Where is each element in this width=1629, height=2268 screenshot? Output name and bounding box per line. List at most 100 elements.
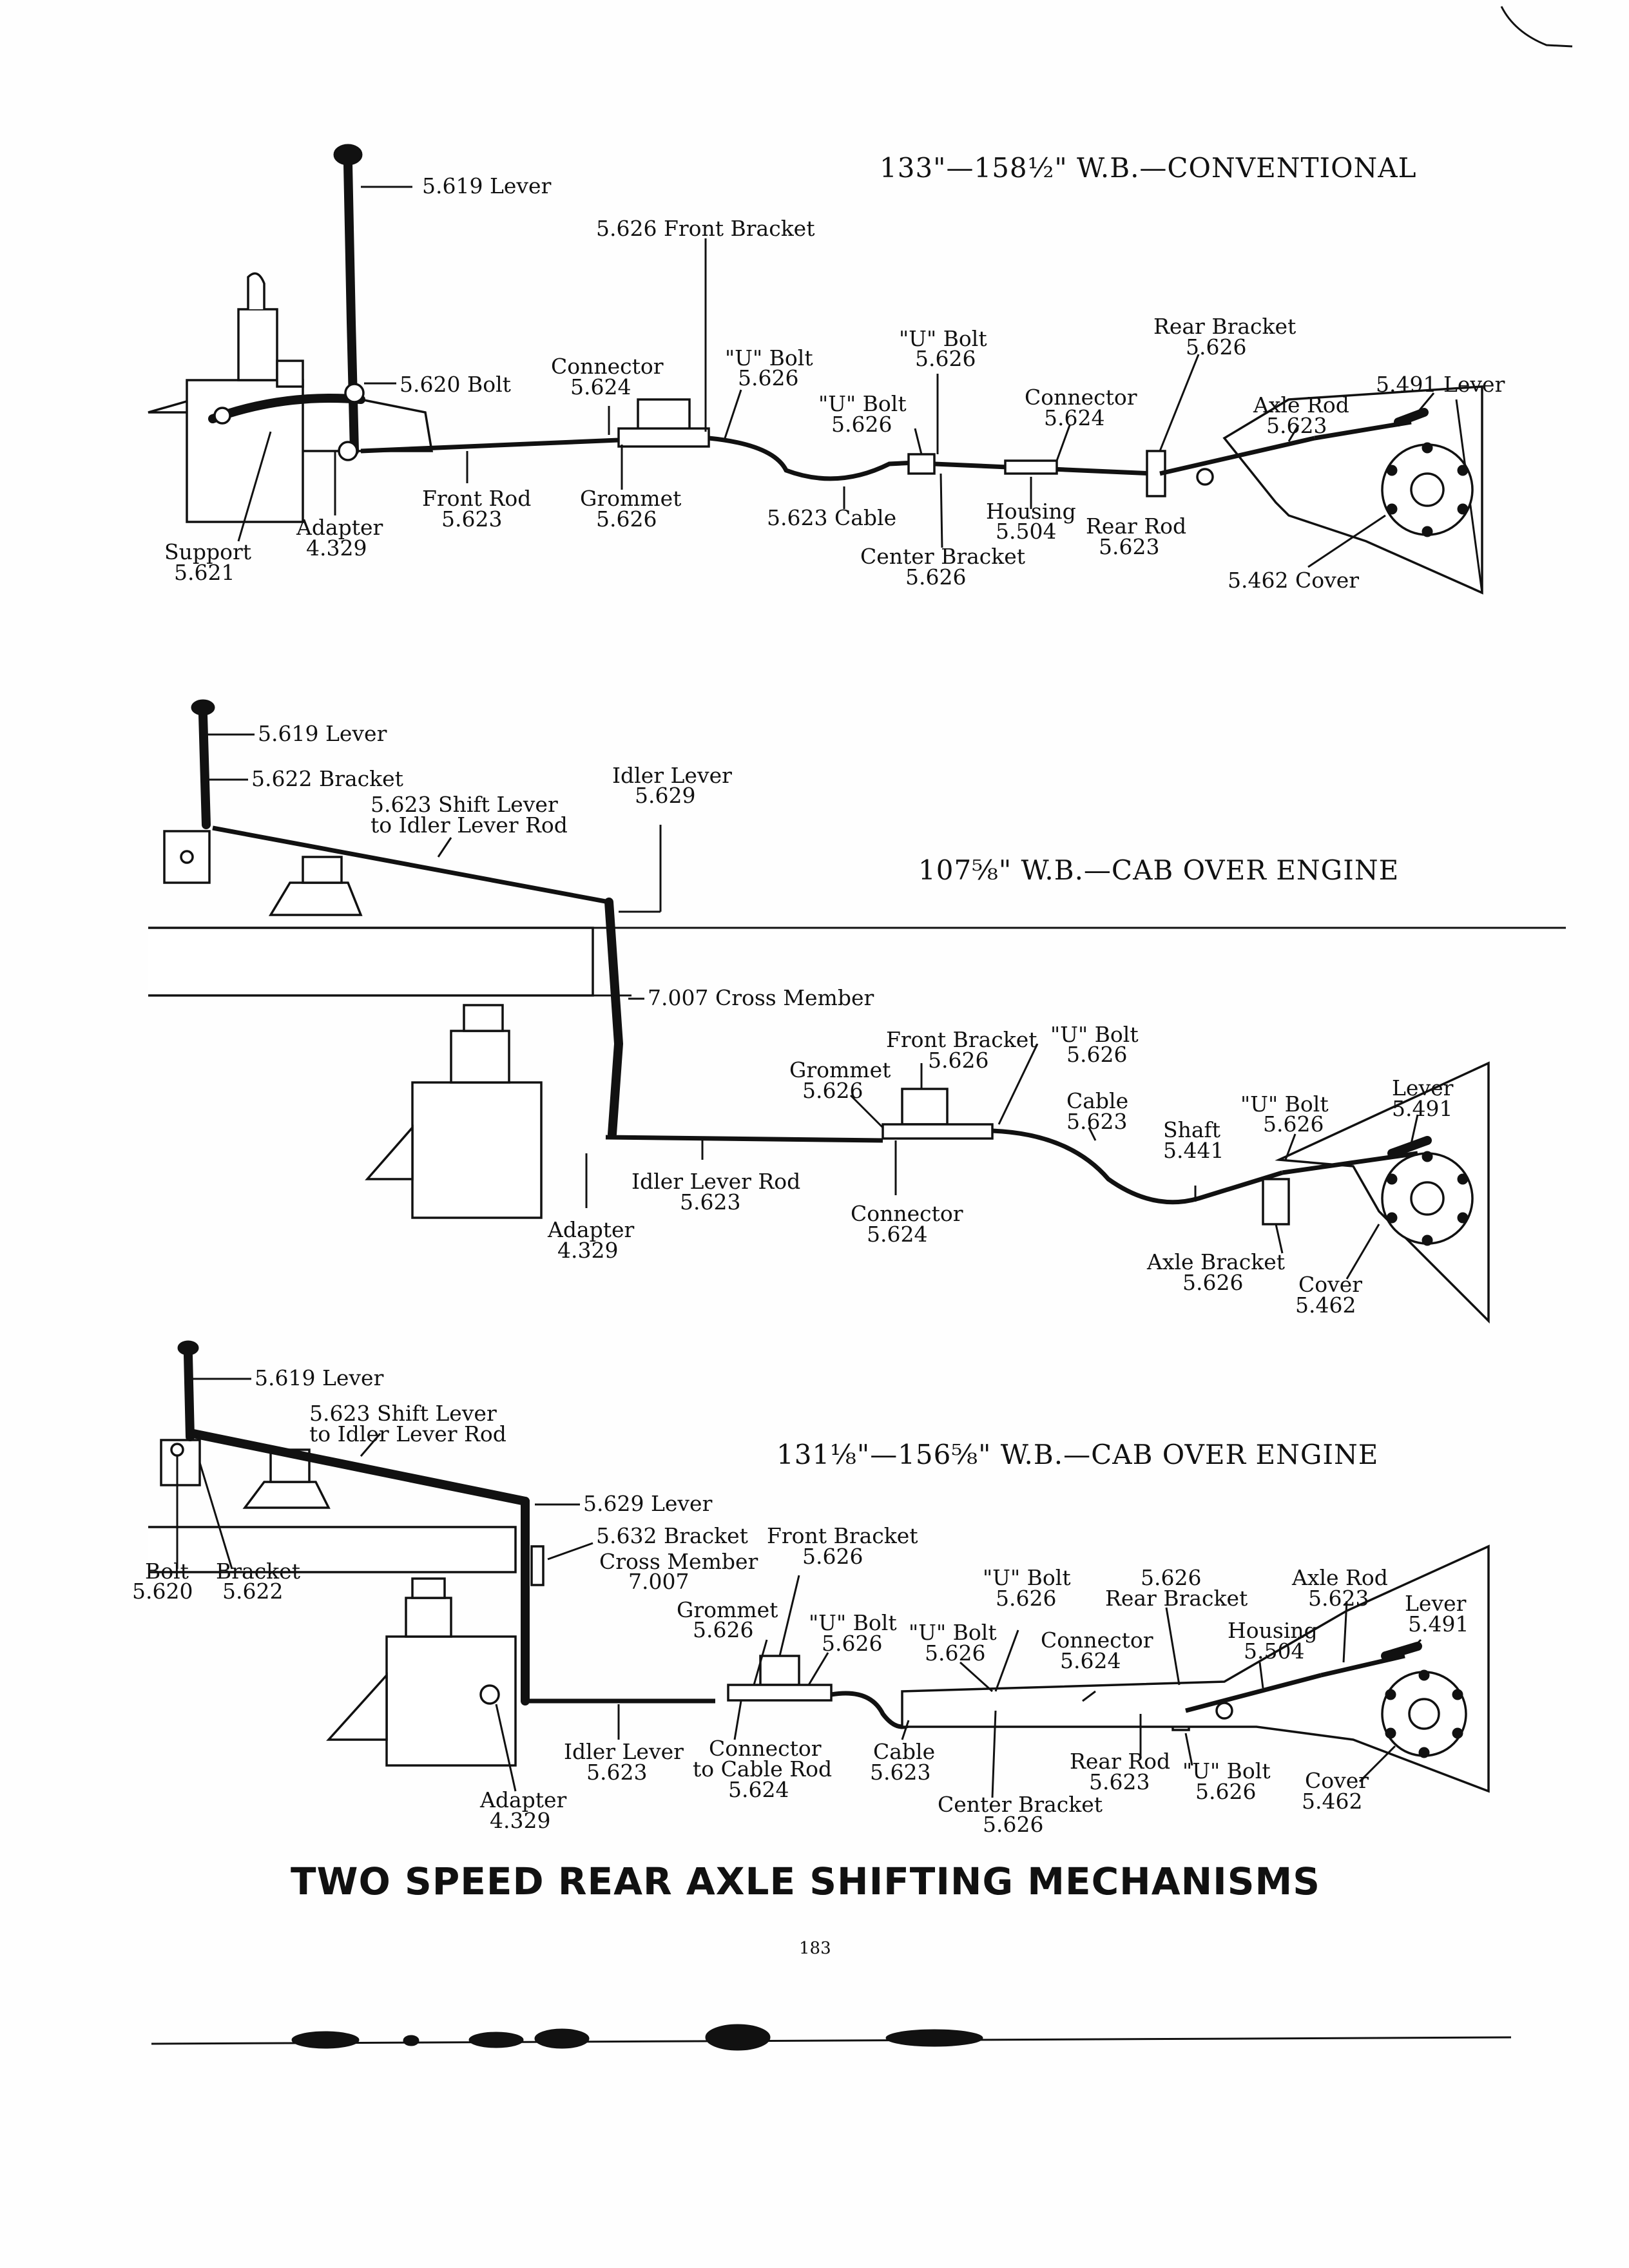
front-rod — [360, 437, 619, 454]
label-connector-b-name: Connector — [1025, 385, 1137, 410]
label-bracket-num: 5.622 — [222, 1579, 283, 1604]
label-lever-491-num: 5.491 — [1408, 1611, 1469, 1637]
center-bracket — [907, 453, 936, 475]
label-axle-rod-name: Axle Rod — [1253, 392, 1349, 418]
idler-lever-rod — [605, 1135, 883, 1143]
label-front-bracket-num: 5.626 — [928, 1048, 988, 1073]
label-rear-rod-num: 5.623 — [1089, 1769, 1150, 1794]
scan-bottom-artefact — [151, 2024, 1512, 2051]
axle-housing — [901, 1544, 1490, 1793]
label-idler-lever-rod-num: 5.623 — [680, 1189, 740, 1215]
shift-lever-rod — [189, 1429, 530, 1506]
label-cover-name: Cover — [1305, 1768, 1369, 1793]
cable — [708, 436, 916, 481]
diagram-conventional: 133"—158½" W.B.—CONVENTIONAL — [148, 144, 1505, 595]
label-front-rod-name: Front Rod — [422, 486, 531, 511]
diagram-cab-over-107: 107⅝" W.B.—CAB OVER ENGINE — [148, 699, 1566, 1324]
label-lever-491: 5.491 Lever — [1376, 372, 1505, 397]
frame-rail — [148, 927, 594, 997]
label-grommet-num: 5.626 — [596, 506, 657, 532]
axle-housing — [1222, 385, 1483, 595]
label-connector-a-num: 5.624 — [570, 374, 631, 399]
label-bolt-num: 5.620 — [132, 1579, 193, 1604]
label-lever-491-num: 5.491 — [1392, 1096, 1452, 1121]
label-u-bolt-d-num: 5.626 — [1195, 1779, 1256, 1804]
shift-lever — [198, 711, 211, 829]
label-cross-member: 7.007 Cross Member — [648, 985, 874, 1010]
label-axle-rod-num: 5.623 — [1308, 1586, 1369, 1611]
label-bracket: 5.622 Bracket — [251, 766, 403, 791]
connector-housing — [1004, 459, 1058, 475]
idler-lever — [604, 898, 624, 1139]
label-front-bracket-num: 5.626 — [802, 1544, 863, 1569]
label-grommet-name: Grommet — [580, 486, 681, 511]
label-adapter-num: 4.329 — [557, 1238, 618, 1263]
label-u-bolt-a-name: "U" Bolt — [809, 1610, 897, 1635]
label-bolt: 5.620 Bolt — [400, 372, 511, 397]
label-cable-num: 5.623 — [870, 1760, 930, 1785]
label-adapter-num: 4.329 — [490, 1808, 550, 1833]
shift-lever — [343, 160, 359, 456]
label-idler-lever-name: Idler Lever — [612, 763, 732, 788]
label-bracket-632: 5.632 Bracket — [596, 1523, 748, 1548]
label-u-bolt-b-num: 5.626 — [1263, 1111, 1324, 1137]
label-connector-cable-rod-1: Connector — [709, 1736, 822, 1761]
label-lever: 5.619 Lever — [422, 173, 552, 198]
shift-lever — [184, 1350, 195, 1441]
label-support-name: Support — [164, 539, 251, 564]
label-cover: 5.462 Cover — [1228, 568, 1359, 593]
label-front-rod-num: 5.623 — [441, 506, 502, 532]
label-grommet-num: 5.626 — [802, 1078, 863, 1103]
label-connector-num: 5.624 — [1060, 1648, 1121, 1673]
transmission-top — [237, 308, 278, 381]
front-bracket — [637, 398, 691, 433]
shift-lever-rod — [212, 825, 610, 905]
label-cable-num: 5.623 — [1066, 1109, 1127, 1134]
label-u-bolt-a-num: 5.626 — [822, 1631, 882, 1656]
label-center-bracket-num: 5.626 — [983, 1812, 1043, 1837]
label-grommet-name: Grommet — [789, 1057, 891, 1082]
label-cable-name: Cable — [1066, 1088, 1128, 1113]
label-adapter-name: Adapter — [479, 1787, 567, 1812]
label-grommet-name: Grommet — [677, 1597, 778, 1622]
label-u-bolt-c-name: "U" Bolt — [983, 1565, 1071, 1590]
label-connector-name: Connector — [851, 1201, 963, 1226]
label-u-bolt-d-name: "U" Bolt — [1182, 1758, 1271, 1783]
label-shift-lever-rod-1: 5.623 Shift Lever — [371, 792, 558, 817]
label-axle-rod-num: 5.623 — [1266, 413, 1327, 438]
label-center-bracket-num: 5.626 — [905, 564, 966, 590]
label-idler-lever-num: 5.623 — [586, 1760, 647, 1785]
label-u-bolt-c-num: 5.626 — [996, 1586, 1056, 1611]
label-u-bolt-b-name: "U" Bolt — [909, 1620, 997, 1645]
label-bolt-name: Bolt — [145, 1559, 189, 1584]
label-connector-name: Connector — [1041, 1628, 1153, 1653]
label-shift-lever-rod-2: to Idler Lever Rod — [371, 812, 568, 838]
front-bracket — [759, 1655, 800, 1686]
label-connector-cable-rod-3: 5.624 — [728, 1777, 789, 1802]
label-u-bolt-b-num: 5.626 — [925, 1640, 985, 1666]
label-lever-629: 5.629 Lever — [583, 1491, 713, 1516]
label-u-bolt-a-num: 5.626 — [738, 365, 798, 390]
label-connector-a-name: Connector — [551, 354, 664, 379]
label-u-bolt-a-name: "U" Bolt — [725, 345, 813, 370]
label-center-bracket-name: Center Bracket — [860, 544, 1025, 569]
label-adapter-num: 4.329 — [306, 535, 367, 561]
page-heading: TWO SPEED REAR AXLE SHIFTING MECHANISMS — [291, 1860, 1320, 1903]
label-front-bracket-name: Front Bracket — [886, 1027, 1037, 1052]
axle-rod — [1185, 1673, 1322, 1713]
diagram-cab-over-131: 131⅛"—156⅝" W.B.—CAB OVER ENGINE — [132, 1340, 1490, 1837]
label-u-bolt-b-name: "U" Bolt — [899, 326, 987, 351]
frame-rail — [148, 1526, 517, 1573]
label-rear-bracket-name: Rear Bracket — [1105, 1586, 1248, 1611]
label-center-bracket-name: Center Bracket — [938, 1792, 1103, 1817]
label-rear-rod-name: Rear Rod — [1086, 514, 1186, 539]
label-front-bracket-name: Front Bracket — [767, 1523, 918, 1548]
label-lever-491-name: Lever — [1392, 1075, 1454, 1100]
label-lever-491-name: Lever — [1405, 1591, 1467, 1616]
label-u-bolt-b-name: "U" Bolt — [1240, 1091, 1329, 1117]
axle-bracket — [1262, 1178, 1290, 1225]
label-axle-bracket-num: 5.626 — [1182, 1270, 1243, 1295]
label-connector-b-num: 5.624 — [1044, 405, 1104, 430]
diagram-title-conventional: 133"—158½" W.B.—CONVENTIONAL — [880, 152, 1417, 184]
label-idler-lever-rod-name: Idler Lever Rod — [631, 1169, 800, 1194]
